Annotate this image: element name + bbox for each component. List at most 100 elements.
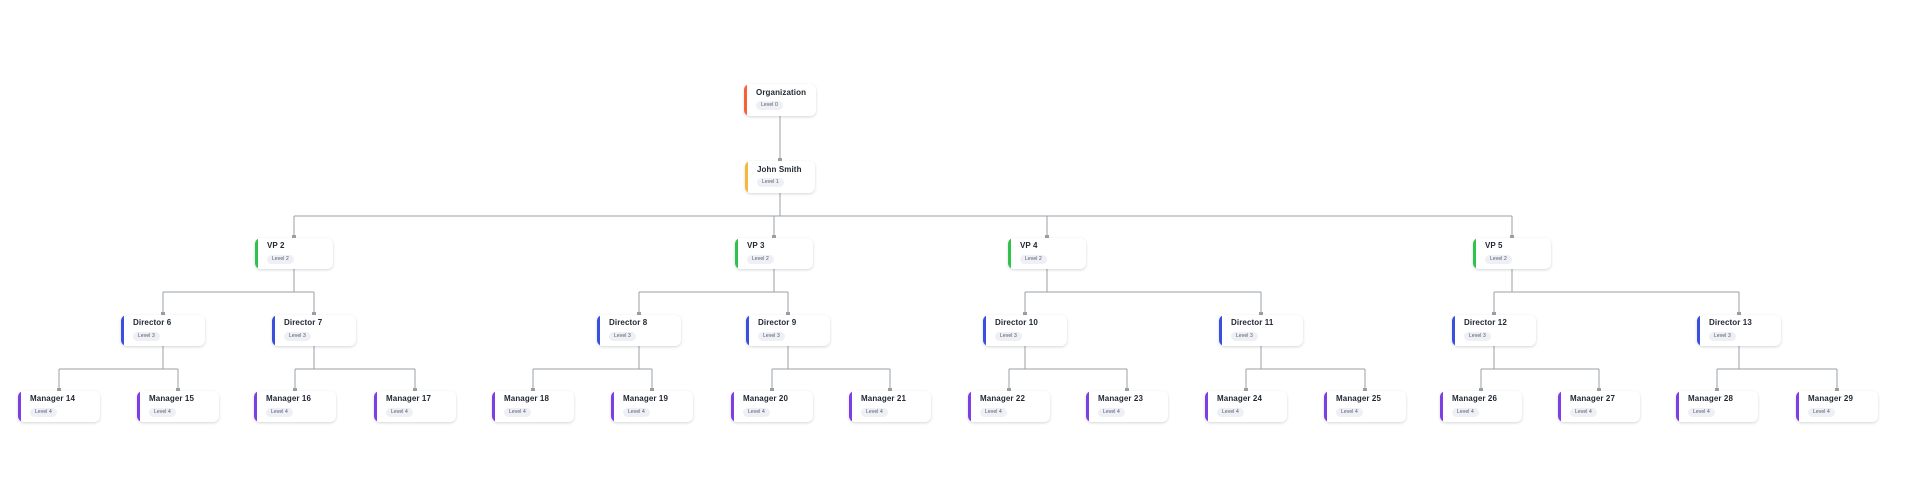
node-title: Manager 16 [266,394,312,404]
org-node-n27[interactable]: Manager 27 Level 4 [1558,391,1640,422]
node-level-badge: Level 4 [623,407,650,417]
node-title: Director 9 [758,318,797,328]
node-title: Director 6 [133,318,172,328]
node-title: Manager 19 [623,394,669,404]
node-level-badge: Level 4 [1570,407,1597,417]
org-node-n19[interactable]: Manager 19 Level 4 [611,391,693,422]
node-body: Manager 19 Level 4 [614,391,693,422]
node-title: Director 12 [1464,318,1507,328]
org-node-n20[interactable]: Manager 20 Level 4 [731,391,813,422]
org-node-n4[interactable]: VP 4 Level 2 [1008,238,1086,269]
node-accent-bar [1452,315,1455,346]
node-title: John Smith [757,164,802,174]
node-accent-bar [374,391,377,422]
node-title: Manager 20 [743,394,789,404]
node-level-badge: Level 2 [267,254,294,264]
node-body: Manager 16 Level 4 [257,391,336,422]
node-level-badge: Level 4 [504,407,531,417]
node-title: Manager 27 [1570,394,1616,404]
node-level-badge: Level 4 [980,407,1007,417]
node-accent-bar [1558,391,1561,422]
node-body: Manager 27 Level 4 [1561,391,1640,422]
node-level-badge: Level 4 [30,407,57,417]
node-accent-bar [731,391,734,422]
node-title: Director 11 [1231,318,1274,328]
node-title: VP 4 [1020,241,1038,251]
node-title: Manager 14 [30,394,76,404]
node-body: Director 11 Level 3 [1222,315,1303,346]
node-level-badge: Level 4 [743,407,770,417]
org-node-n16[interactable]: Manager 16 Level 4 [254,391,336,422]
node-title: Manager 15 [149,394,195,404]
node-title: Manager 23 [1098,394,1144,404]
node-level-badge: Level 4 [861,407,888,417]
node-accent-bar [1697,315,1700,346]
node-level-badge: Level 4 [386,407,413,417]
node-accent-bar [735,238,738,269]
org-node-n14[interactable]: Manager 14 Level 4 [18,391,100,422]
node-accent-bar [272,315,275,346]
node-title: VP 5 [1485,241,1503,251]
org-node-n9[interactable]: Director 9 Level 3 [746,315,830,346]
node-level-badge: Level 3 [609,331,636,341]
node-body: Manager 20 Level 4 [734,391,813,422]
node-level-badge: Level 3 [758,331,785,341]
node-accent-bar [1219,315,1222,346]
node-title: Director 13 [1709,318,1752,328]
node-level-badge: Level 4 [266,407,293,417]
node-accent-bar [745,161,748,193]
node-level-badge: Level 3 [1231,331,1258,341]
node-level-badge: Level 4 [149,407,176,417]
org-node-n15[interactable]: Manager 15 Level 4 [137,391,219,422]
node-accent-bar [1796,391,1799,422]
node-level-badge: Level 3 [284,331,311,341]
node-body: Director 9 Level 3 [749,315,830,346]
node-level-badge: Level 2 [747,254,774,264]
org-node-n11[interactable]: Director 11 Level 3 [1219,315,1303,346]
node-accent-bar [254,391,257,422]
node-level-badge: Level 2 [1020,254,1047,264]
node-level-badge: Level 0 [756,101,783,111]
node-level-badge: Level 3 [995,331,1022,341]
node-level-badge: Level 4 [1217,407,1244,417]
node-accent-bar [1676,391,1679,422]
node-accent-bar [1440,391,1443,422]
node-title: Manager 25 [1336,394,1382,404]
node-title: Manager 26 [1452,394,1498,404]
node-accent-bar [121,315,124,346]
